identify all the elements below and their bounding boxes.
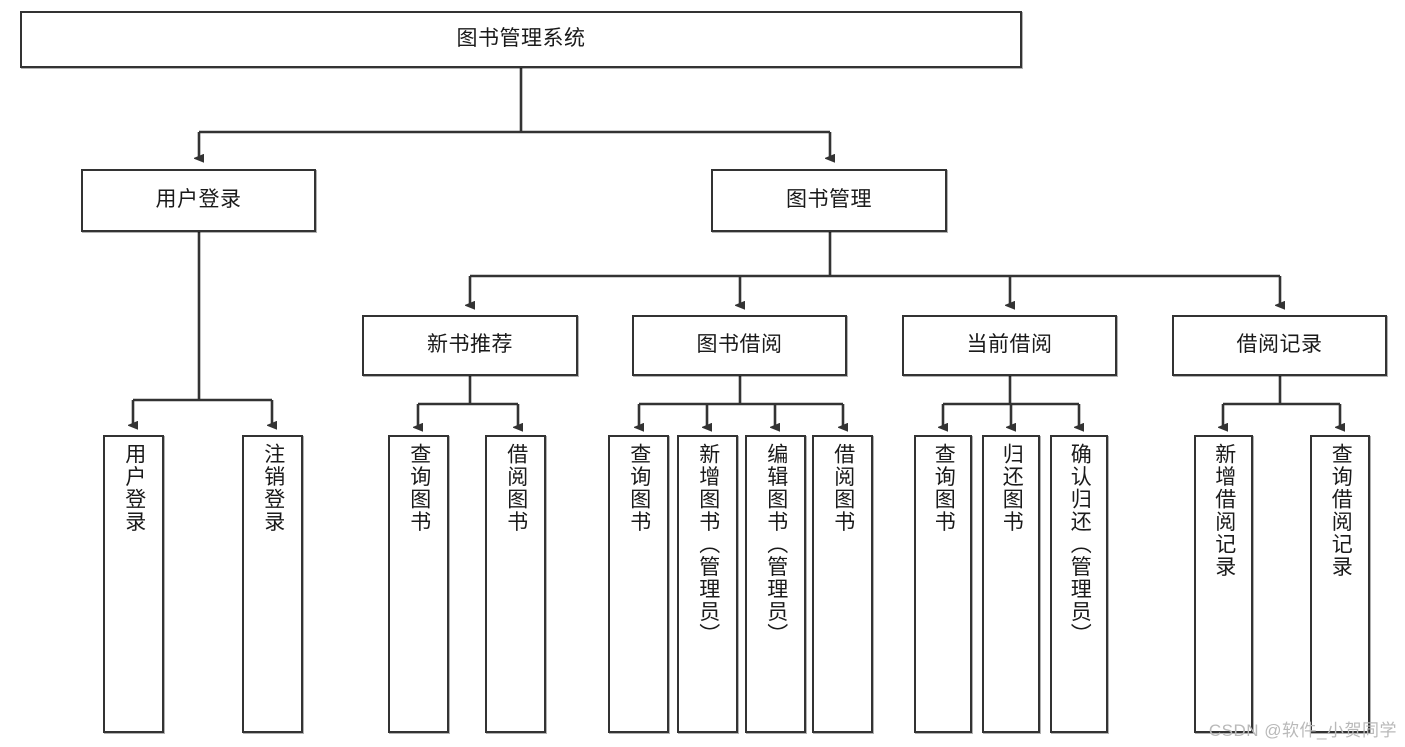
csdn-watermark: CSDN @软件_小贺同学 [1208, 721, 1397, 740]
leaf-logout[interactable]: 注销登录 [242, 435, 303, 733]
node-book-borrow-label: 图书借阅 [696, 333, 783, 357]
leaf-add-book-admin[interactable]: 新增图书（管理员） [677, 435, 738, 733]
node-root-label: 图书管理系统 [456, 27, 586, 51]
leaf-borrow-book-recommend[interactable]: 借阅图书 [485, 435, 546, 733]
node-book-borrow[interactable]: 图书借阅 [632, 315, 847, 376]
node-current-borrow[interactable]: 当前借阅 [902, 315, 1117, 376]
leaf-logout-label: 注销登录 [261, 443, 285, 533]
leaf-edit-book-admin[interactable]: 编辑图书（管理员） [745, 435, 806, 733]
leaf-query-book-current[interactable]: 查询图书 [914, 435, 972, 733]
leaf-query-book-recommend[interactable]: 查询图书 [388, 435, 449, 733]
node-book-management-label: 图书管理 [786, 188, 872, 212]
leaf-return-book-label: 归还图书 [1000, 443, 1024, 533]
leaf-query-book-borrow[interactable]: 查询图书 [608, 435, 669, 733]
node-user-login[interactable]: 用户登录 [81, 169, 316, 232]
node-new-book-recommend[interactable]: 新书推荐 [362, 315, 578, 376]
node-borrow-record[interactable]: 借阅记录 [1172, 315, 1387, 376]
leaf-query-book-recommend-label: 查询图书 [407, 443, 431, 533]
leaf-add-book-admin-label: 新增图书（管理员） [696, 443, 720, 646]
leaf-borrow-book-recommend-label: 借阅图书 [504, 443, 528, 533]
node-borrow-record-label: 借阅记录 [1236, 333, 1323, 357]
leaf-borrow-book-label: 借阅图书 [831, 443, 855, 533]
leaf-confirm-return-admin-label: 确认归还（管理员） [1068, 443, 1092, 646]
node-user-login-label: 用户登录 [155, 188, 242, 212]
leaf-confirm-return-admin[interactable]: 确认归还（管理员） [1050, 435, 1108, 733]
leaf-add-borrow-record-label: 新增借阅记录 [1212, 443, 1236, 578]
node-new-book-recommend-label: 新书推荐 [427, 333, 513, 357]
leaf-borrow-book[interactable]: 借阅图书 [812, 435, 873, 733]
leaf-user-login-label: 用户登录 [122, 443, 146, 533]
leaf-query-book-borrow-label: 查询图书 [627, 443, 651, 533]
leaf-edit-book-admin-label: 编辑图书（管理员） [764, 443, 788, 646]
leaf-add-borrow-record[interactable]: 新增借阅记录 [1194, 435, 1253, 733]
leaf-query-borrow-record[interactable]: 查询借阅记录 [1310, 435, 1370, 733]
leaf-query-borrow-record-label: 查询借阅记录 [1329, 443, 1353, 578]
leaf-user-login[interactable]: 用户登录 [103, 435, 164, 733]
leaf-query-book-current-label: 查询图书 [932, 443, 956, 533]
leaf-return-book[interactable]: 归还图书 [982, 435, 1040, 733]
node-root[interactable]: 图书管理系统 [20, 11, 1022, 68]
node-current-borrow-label: 当前借阅 [966, 333, 1053, 357]
node-book-management[interactable]: 图书管理 [711, 169, 947, 232]
